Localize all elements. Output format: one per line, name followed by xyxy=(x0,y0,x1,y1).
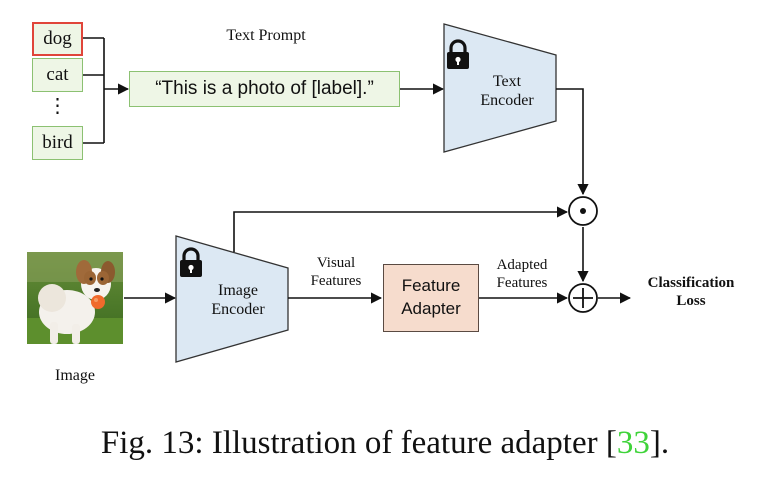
text-encoder-label: Text Encoder xyxy=(462,72,552,110)
label-box-bird: bird xyxy=(32,126,83,160)
label-text-cat: cat xyxy=(46,64,69,85)
lock-icon xyxy=(447,39,469,69)
caption-reference-link[interactable]: 33 xyxy=(616,425,650,461)
label-box-dog: dog xyxy=(32,22,83,56)
text-encoder-line1: Text xyxy=(492,73,522,90)
image-encoder-line1: Image xyxy=(218,282,258,299)
label-text-dog: dog xyxy=(43,28,72,49)
caption-prefix: Fig. 13: Illustration of feature adapter… xyxy=(100,425,617,461)
arrow-text-encoder-to-dot xyxy=(556,88,589,196)
feature-adapter-box: Feature Adapter xyxy=(383,264,479,332)
figure-caption: Fig. 13: Illustration of feature adapter… xyxy=(0,424,770,464)
caption-suffix: ]. xyxy=(649,425,670,461)
text-prompt-title: Text Prompt xyxy=(226,27,306,44)
adapted-features-line2: Features xyxy=(496,275,548,291)
label-bracket xyxy=(82,37,105,144)
plus-icon xyxy=(568,283,598,313)
image-encoder-label: Image Encoder xyxy=(192,281,284,319)
visual-features-line2: Features xyxy=(310,273,362,289)
text-encoder-line2: Encoder xyxy=(480,92,534,110)
text-encoder-shape xyxy=(443,23,557,153)
prompt-template-box: “This is a photo of [label].” xyxy=(129,71,400,107)
lock-icon xyxy=(180,247,202,277)
arrow-image-encoder-to-dot xyxy=(233,206,569,252)
adapted-features-line1: Adapted xyxy=(496,257,548,273)
classification-loss-label: Classification Loss xyxy=(632,274,750,310)
image-encoder-shape xyxy=(175,235,289,363)
dot-product-icon xyxy=(568,196,598,226)
dog-photo xyxy=(27,252,123,344)
image-encoder-line2: Encoder xyxy=(211,301,265,319)
label-box-cat: cat xyxy=(32,58,83,92)
classification-loss-line1: Classification xyxy=(647,275,735,291)
label-ellipsis: ⋮ xyxy=(47,95,68,117)
image-label: Image xyxy=(55,367,95,384)
label-text-bird: bird xyxy=(42,132,73,153)
visual-features-label: Visual Features xyxy=(296,254,376,290)
prompt-template-text: “This is a photo of [label].” xyxy=(155,78,374,99)
feature-adapter-line1: Feature xyxy=(401,276,461,296)
feature-adapter-line2: Adapter xyxy=(401,299,461,318)
visual-features-line1: Visual xyxy=(316,255,356,271)
adapted-features-label: Adapted Features xyxy=(482,256,562,292)
classification-loss-line2: Loss xyxy=(676,293,706,309)
